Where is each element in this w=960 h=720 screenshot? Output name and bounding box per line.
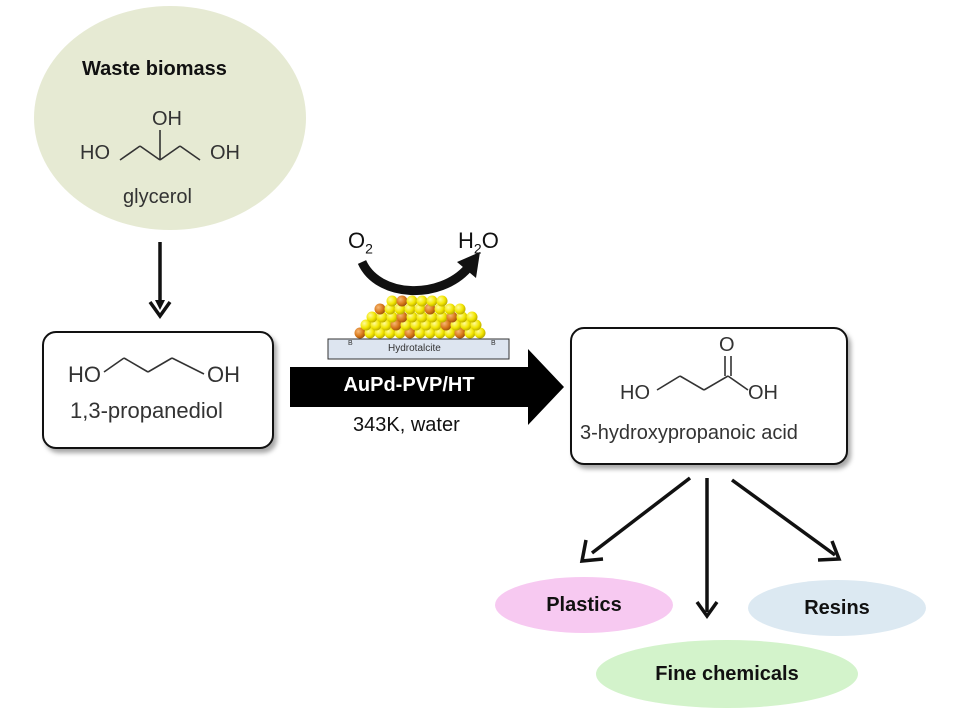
oxygen-arrowhead: [457, 252, 480, 278]
support-label: Hydrotalcite: [388, 343, 441, 354]
biomass-title: Waste biomass: [82, 58, 227, 80]
aupd-nanoparticles: [354, 295, 486, 339]
oxygen-symbol: O: [348, 228, 366, 253]
propanediol-structure: [103, 357, 205, 375]
water-subscript: 2: [473, 240, 482, 257]
acid-box: [570, 327, 848, 465]
oxygen-curved-arrow: [357, 259, 472, 295]
arrowhead-glycerol: [148, 300, 172, 320]
pd-nanoparticle: [374, 303, 386, 315]
au-nanoparticle: [360, 319, 372, 331]
au-nanoparticle: [454, 303, 466, 315]
au-nanoparticle: [444, 303, 456, 315]
au-nanoparticle: [386, 295, 398, 307]
acid-carbonyl-o: O: [719, 334, 735, 356]
propanediol-ho: HO: [68, 362, 101, 387]
resins-label: Resins: [804, 596, 870, 619]
oxygen-subscript: 2: [365, 240, 373, 257]
acid-oh: OH: [748, 382, 778, 404]
fine-chemicals-oval: Fine chemicals: [596, 640, 858, 708]
glycerol-oh-right: OH: [210, 142, 240, 164]
support-mark-right: B: [491, 340, 496, 347]
reaction-arrow: [290, 349, 564, 425]
oxygen-label: O2: [348, 228, 373, 256]
biomass-ellipse: [34, 6, 306, 230]
au-nanoparticle: [366, 311, 378, 323]
water-label: H2O: [458, 228, 499, 256]
pd-nanoparticle: [396, 295, 408, 307]
hydrotalcite-support: [327, 338, 510, 360]
glycerol-oh-top: OH: [152, 108, 182, 130]
au-nanoparticle: [406, 295, 418, 307]
au-nanoparticle: [416, 295, 428, 307]
au-nanoparticle: [466, 311, 478, 323]
propanediol-oh: OH: [207, 362, 240, 387]
glycerol-structure: [119, 130, 201, 161]
support-mark-left: B: [348, 340, 353, 347]
water-h-symbol: H: [458, 228, 474, 253]
acid-name: 3-hydroxypropanoic acid: [580, 422, 798, 444]
catalyst-label: AuPd-PVP/HT: [343, 374, 475, 396]
plastics-oval: Plastics: [495, 577, 673, 633]
au-nanoparticle: [426, 295, 438, 307]
water-o-symbol: O: [481, 228, 499, 253]
pd-nanoparticle: [354, 327, 366, 339]
conditions-label: 343K, water: [353, 414, 460, 436]
propanediol-name: 1,3-propanediol: [70, 398, 223, 423]
resins-oval: Resins: [748, 580, 926, 636]
propanediol-box: [42, 331, 274, 449]
plastics-label: Plastics: [546, 593, 622, 616]
glycerol-name: glycerol: [123, 186, 192, 208]
fine-chemicals-label: Fine chemicals: [655, 662, 799, 685]
acid-structure: [656, 356, 749, 391]
au-nanoparticle: [436, 295, 448, 307]
acid-ho: HO: [620, 382, 650, 404]
product-arrows: [579, 476, 842, 620]
glycerol-ho-left: HO: [80, 142, 110, 164]
